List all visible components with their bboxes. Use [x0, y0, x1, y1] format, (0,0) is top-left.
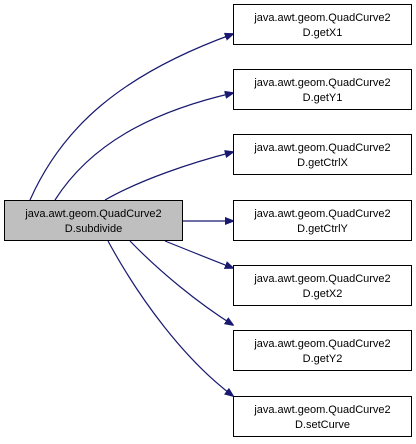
edge-to-getY2 — [129, 240, 233, 325]
edge-to-getX2 — [164, 240, 233, 268]
caller-box — [4, 200, 183, 241]
callee-node-getX1[interactable]: java.awt.geom.QuadCurve2 D.getX1 — [233, 4, 412, 45]
callee-label-line2: D.getX2 — [303, 288, 343, 300]
callee-node-getY1[interactable]: java.awt.geom.QuadCurve2 D.getY1 — [233, 69, 412, 110]
callee-label-line2: D.getY2 — [303, 353, 343, 365]
callee-label-line1: java.awt.geom.QuadCurve2 — [253, 208, 390, 220]
callee-node-setCurve[interactable]: java.awt.geom.QuadCurve2 D.setCurve — [233, 396, 412, 437]
callee-label-line2: D.getY1 — [303, 92, 343, 104]
edge-to-getY1 — [54, 93, 233, 201]
caller-label-line1: java.awt.geom.QuadCurve2 — [24, 208, 161, 220]
callee-node-getCtrlY[interactable]: java.awt.geom.QuadCurve2 D.getCtrlY — [233, 200, 412, 241]
callee-label-line1: java.awt.geom.QuadCurve2 — [253, 142, 390, 154]
callee-label-line2: D.getCtrlY — [297, 223, 348, 235]
edge-to-getCtrlX — [104, 152, 233, 201]
callee-label-line1: java.awt.geom.QuadCurve2 — [253, 12, 390, 24]
edge-to-getX1 — [29, 34, 233, 201]
callee-label-line1: java.awt.geom.QuadCurve2 — [253, 338, 390, 350]
callee-label-line1: java.awt.geom.QuadCurve2 — [253, 77, 390, 89]
callee-label-line1: java.awt.geom.QuadCurve2 — [253, 404, 390, 416]
callee-label-line2: D.getX1 — [303, 27, 343, 39]
callee-label-line2: D.setCurve — [295, 419, 350, 431]
callee-nodes: java.awt.geom.QuadCurve2 D.getX1 java.aw… — [233, 4, 412, 437]
callee-node-getX2[interactable]: java.awt.geom.QuadCurve2 D.getX2 — [233, 265, 412, 306]
caller-node[interactable]: java.awt.geom.QuadCurve2 D.subdivide — [4, 200, 183, 241]
call-edges — [29, 34, 233, 396]
edge-to-setCurve — [107, 240, 233, 396]
callee-label-line2: D.getCtrlX — [297, 157, 348, 169]
callee-label-line1: java.awt.geom.QuadCurve2 — [253, 273, 390, 285]
callee-node-getY2[interactable]: java.awt.geom.QuadCurve2 D.getY2 — [233, 330, 412, 371]
caller-label-line2: D.subdivide — [65, 223, 122, 235]
callee-node-getCtrlX[interactable]: java.awt.geom.QuadCurve2 D.getCtrlX — [233, 134, 412, 175]
